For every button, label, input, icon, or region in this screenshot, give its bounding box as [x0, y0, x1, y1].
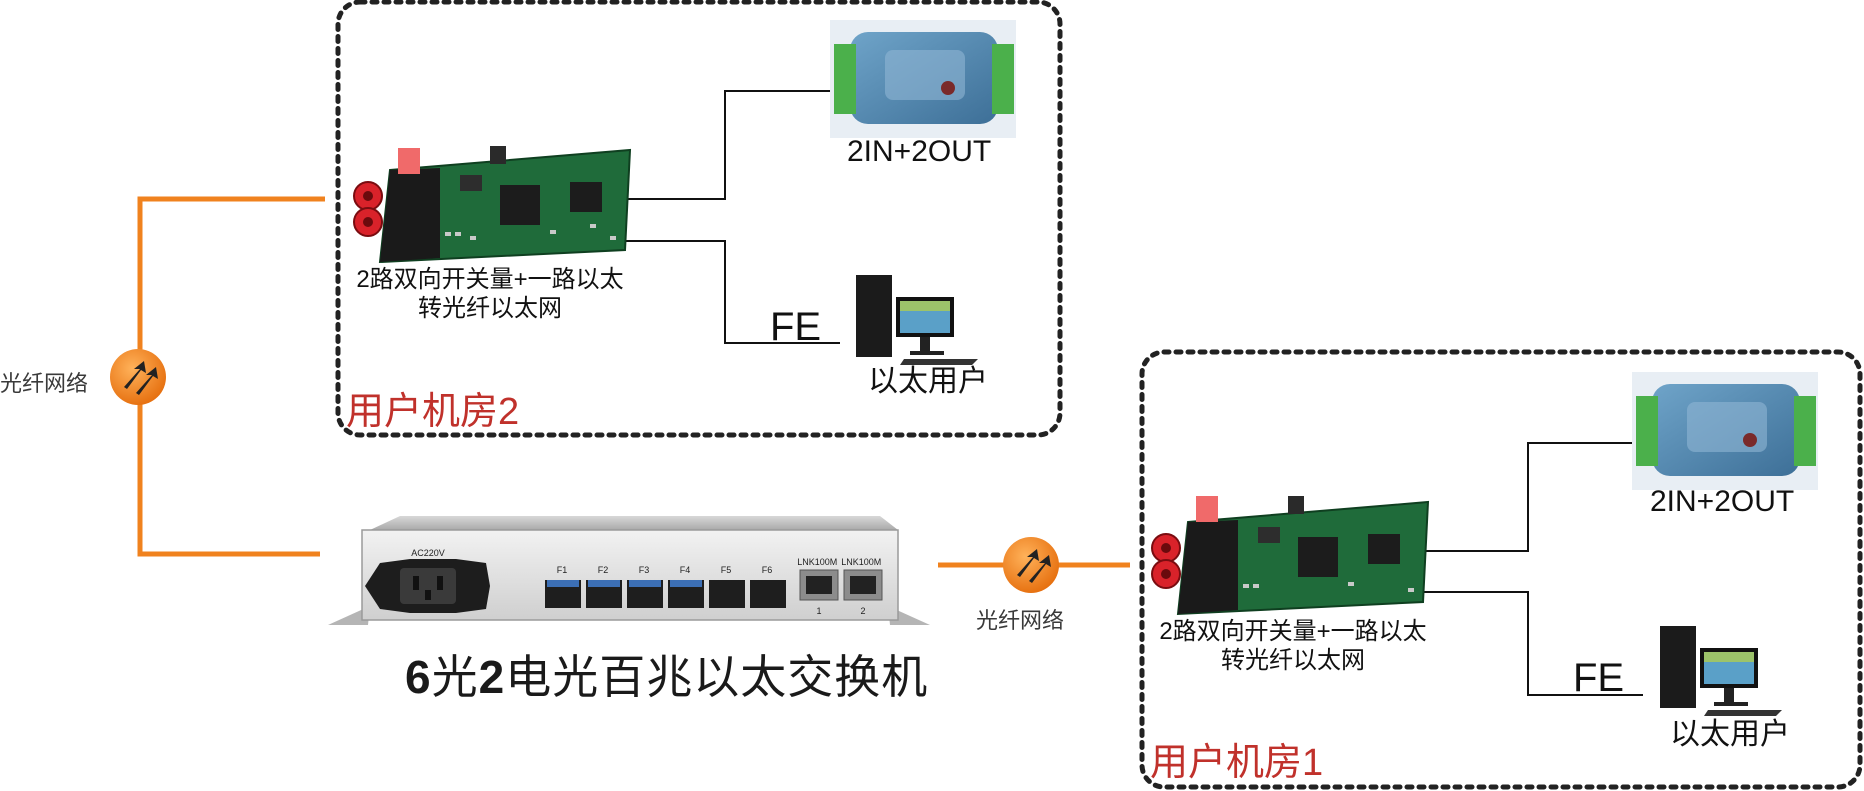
switch-title-part-1: 6 [405, 651, 432, 703]
room1-pc-icon [1660, 626, 1782, 716]
rj45-header-label-1: LNK [797, 557, 815, 567]
room2-io-label: 2IN+2OUT [847, 135, 992, 168]
switch-power-label: AC220V [411, 548, 445, 558]
room1-title: 用户机房1 [1150, 742, 1324, 784]
fiber-port-6 [750, 580, 786, 608]
rj45-port-label-2: 2 [860, 606, 865, 616]
room2-device-label-line1: 2路双向开关量+一路以太 [356, 266, 624, 293]
room1-device-label-line1: 2路双向开关量+一路以太 [1159, 618, 1427, 645]
switch-title-part-2: 光 [431, 651, 479, 703]
room2-title: 用户机房2 [346, 391, 520, 433]
switch-fiber-ports: F1 F2 F3 F4 F5 F6 [545, 565, 786, 608]
fiber-port-label-4: F4 [680, 565, 691, 575]
room1-boundary [1139, 349, 1863, 790]
network-label-middle: 光纤网络 [976, 608, 1065, 633]
fiber-port-label-5: F5 [721, 565, 732, 575]
room2-device-label: 2路双向开关量+一路以太 转光纤以太网 [340, 265, 640, 323]
room1-io-label: 2IN+2OUT [1650, 485, 1795, 518]
fiber-port-cap-4 [670, 580, 702, 587]
fiber-port-cap-1 [547, 580, 579, 587]
rj45-header-label-4: 100M [859, 557, 882, 567]
room2-fe-label: FE [770, 305, 822, 349]
room1-connections [1418, 442, 1643, 696]
room1-user-label: 以太用户 [1670, 718, 1790, 751]
room1-io-module [1632, 372, 1818, 490]
rj45-header-label-3: LNK [841, 557, 859, 567]
rj45-socket-2 [850, 576, 876, 594]
fiber-port-label-1: F1 [557, 565, 568, 575]
rj45-socket-1 [806, 576, 832, 594]
room1-converter-board [1151, 496, 1430, 616]
rj45-port-label-1: 1 [816, 606, 821, 616]
room2-pc-icon [856, 275, 978, 365]
switch-title-part-4: 电光百兆以太交换机 [505, 651, 929, 703]
switch-title-part-3: 2 [478, 651, 506, 703]
room1-fe-label: FE [1573, 656, 1625, 700]
fiber-port-cap-2 [588, 580, 620, 587]
room2-io-module [830, 20, 1016, 138]
fiber-port-label-6: F6 [762, 565, 773, 575]
switch-title: 6光2电光百兆以太交换机 [405, 654, 928, 700]
fiber-network-icon-middle [1003, 537, 1059, 593]
room2-user-label: 以太用户 [868, 365, 988, 398]
room2-converter-board [353, 146, 632, 264]
fiber-network-icon-left [110, 349, 166, 405]
fiber-port-cap-3 [629, 580, 661, 587]
room2-connections [620, 90, 840, 344]
network-label-left: 光纤网络 [0, 371, 89, 396]
room2-boundary [335, 0, 1063, 438]
room1-device-label: 2路双向开关量+一路以太 转光纤以太网 [1143, 617, 1443, 675]
room2-device-label-line2: 转光纤以太网 [418, 295, 562, 322]
rj45-header-label-2: 100M [815, 557, 838, 567]
room1-device-label-line2: 转光纤以太网 [1221, 647, 1365, 674]
fiber-port-5 [709, 580, 745, 608]
fiber-port-label-2: F2 [598, 565, 609, 575]
fiber-port-label-3: F3 [639, 565, 650, 575]
fiber-link-left [137, 196, 325, 557]
